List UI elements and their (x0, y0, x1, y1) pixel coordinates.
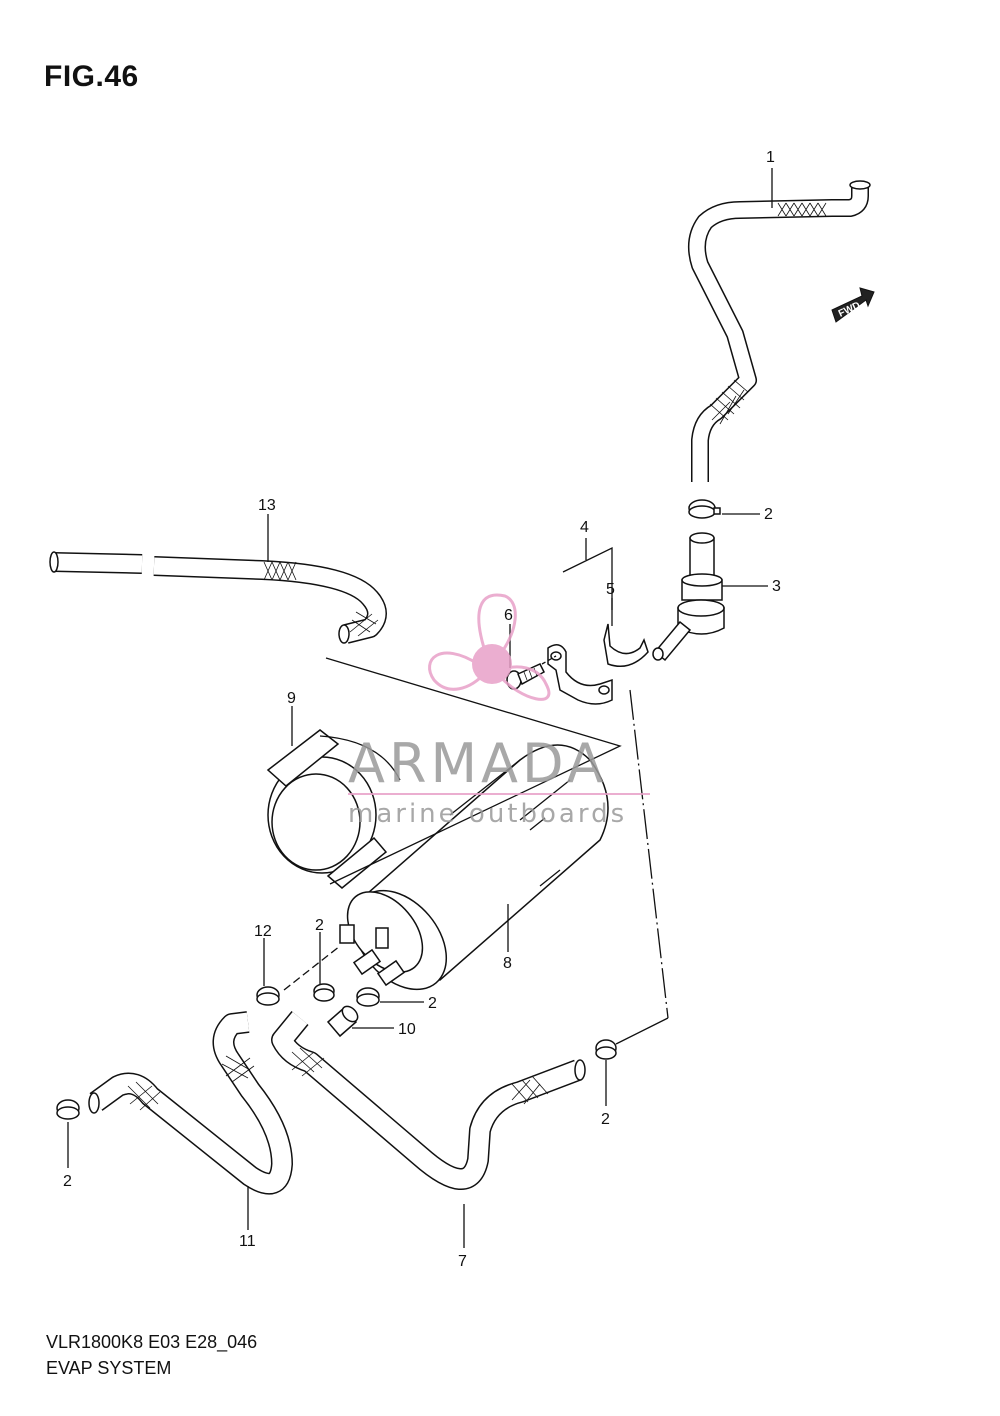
figure-title: FIG.46 (44, 60, 139, 93)
clamp-part-5 (603, 623, 649, 667)
fwd-direction-arrow: FWD (831, 287, 875, 323)
callout-2-left: 2 (63, 1173, 72, 1190)
callout-8: 8 (503, 955, 512, 972)
callout-2-right: 2 (601, 1111, 610, 1128)
bracket-part-4 (547, 546, 613, 705)
hose-part-7 (271, 1011, 586, 1190)
holder-part-9 (266, 729, 401, 889)
clamp-part-2-left (56, 1099, 80, 1120)
watermark-tagline: marine outboards (348, 799, 627, 829)
callout-2-lower: 2 (428, 995, 437, 1012)
callout-3: 3 (772, 578, 781, 595)
valve-part-3 (652, 532, 725, 662)
hose-part-1 (687, 180, 871, 482)
armada-watermark: ARMADA marine outboards (348, 593, 650, 829)
callout-2-center: 2 (315, 917, 324, 934)
callout-10: 10 (398, 1021, 416, 1038)
clamp-part-2-lower (356, 987, 380, 1007)
callout-11: 11 (239, 1233, 256, 1250)
leader-lines (67, 168, 773, 1248)
hose-part-11 (88, 1011, 293, 1195)
callout-1: 1 (766, 149, 775, 166)
callout-13: 13 (258, 497, 276, 514)
callout-labels: 1 2 3 4 5 6 13 9 8 12 2 2 10 2 2 11 7 (63, 149, 781, 1270)
callout-12: 12 (254, 923, 272, 940)
pipe-part-10 (326, 1005, 359, 1038)
fwd-label: FWD (837, 300, 862, 320)
propeller-logo-icon (428, 593, 551, 701)
watermark-brand: ARMADA (348, 732, 608, 795)
callout-9: 9 (287, 690, 296, 707)
section-name: EVAP SYSTEM (46, 1358, 172, 1378)
model-code: VLR1800K8 E03 E28_046 (46, 1332, 258, 1352)
callout-6: 6 (504, 607, 513, 624)
hose-part-13 (49, 551, 387, 644)
clamp-part-2-center (313, 983, 335, 1002)
callout-7: 7 (458, 1253, 467, 1270)
clamp-part-2-top (688, 499, 721, 519)
clamp-part-2-right (595, 1039, 617, 1060)
propeller-hub-icon (472, 644, 512, 684)
clamp-part-12 (256, 986, 280, 1006)
callout-5: 5 (606, 581, 615, 598)
callout-4: 4 (580, 519, 589, 536)
callout-2: 2 (764, 506, 773, 523)
